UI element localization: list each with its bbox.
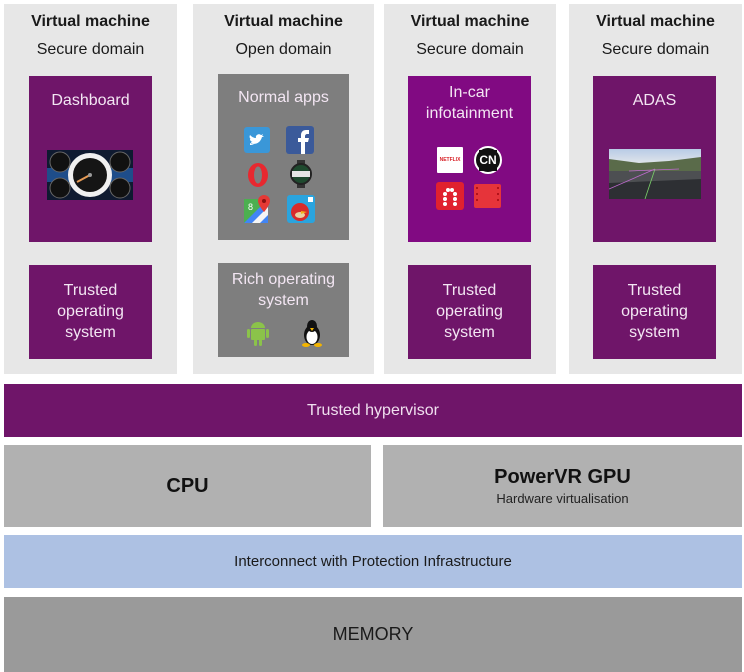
media-app-icon xyxy=(436,182,464,210)
rich-os-box: Rich operating system xyxy=(218,263,349,357)
vm-title: Virtual machine xyxy=(31,13,150,30)
vm-domain: Secure domain xyxy=(601,41,710,58)
facebook-icon xyxy=(286,126,314,154)
os-label-line: system xyxy=(444,324,495,341)
netflix-icon: NETFLIX xyxy=(437,147,463,173)
app-box-label: Normal apps xyxy=(238,89,329,106)
os-label-line: operating xyxy=(436,303,503,320)
os-label-line: operating xyxy=(57,303,124,320)
android-wear-icon xyxy=(288,160,314,188)
vm-column-adas: Virtual machine Secure domain ADAS Trust… xyxy=(569,4,742,374)
cpu-block: CPU xyxy=(4,445,371,527)
video-player-icon xyxy=(474,184,501,208)
vm-column-open: Virtual machine Open domain Normal apps … xyxy=(193,4,374,374)
angry-birds-icon xyxy=(287,195,315,223)
dashboard-app-box: Dashboard xyxy=(29,76,152,242)
interconnect-label: Interconnect with Protection Infrastruct… xyxy=(234,553,512,570)
memory-layer: MEMORY xyxy=(4,597,742,672)
interconnect-layer: Interconnect with Protection Infrastruct… xyxy=(4,535,742,588)
os-label-line: operating xyxy=(621,303,688,320)
vm-title: Virtual machine xyxy=(596,13,715,30)
road-camera-image xyxy=(609,149,701,199)
vm-column-infotainment: Virtual machine Secure domain In-car inf… xyxy=(384,4,556,374)
os-label-line: Trusted xyxy=(627,282,682,299)
vm-domain: Secure domain xyxy=(36,41,145,58)
cartoon-network-icon: CN xyxy=(474,146,502,174)
cn-text: CN xyxy=(479,149,497,171)
trusted-os-box: Trusted operating system xyxy=(408,265,531,359)
hypervisor-label: Trusted hypervisor xyxy=(307,401,439,419)
opera-icon xyxy=(245,162,271,188)
trusted-hypervisor-layer: Trusted hypervisor xyxy=(4,384,742,437)
normal-apps-box: Normal apps 8 xyxy=(218,74,349,240)
os-box-label: Rich operating system xyxy=(218,269,349,311)
os-label-line: system xyxy=(65,324,116,341)
vm-domain: Open domain xyxy=(235,41,332,58)
os-box-label: Trusted operating system xyxy=(408,280,531,343)
gpu-block: PowerVR GPU Hardware virtualisation xyxy=(383,445,742,527)
os-label-line: system xyxy=(629,324,680,341)
svg-text:8: 8 xyxy=(248,202,253,212)
app-box-label: Dashboard xyxy=(51,92,130,109)
android-icon xyxy=(246,319,270,347)
vm-domain: Secure domain xyxy=(416,41,524,58)
gpu-label: PowerVR GPU xyxy=(494,466,631,488)
google-maps-icon: 8 xyxy=(244,195,270,223)
trusted-os-box: Trusted operating system xyxy=(29,265,152,359)
infotainment-app-box: In-car infotainment NETFLIX CN xyxy=(408,76,531,242)
vm-column-dashboard: Virtual machine Secure domain Dashboard … xyxy=(4,4,177,374)
adas-app-box: ADAS xyxy=(593,76,716,242)
vm-title: Virtual machine xyxy=(410,13,530,30)
app-label-line: infotainment xyxy=(425,105,514,122)
memory-label: MEMORY xyxy=(332,624,414,644)
app-label-line: In-car xyxy=(449,84,490,101)
os-label-line: Trusted xyxy=(63,282,118,299)
app-box-label: In-car infotainment xyxy=(408,82,531,124)
os-label-line: system xyxy=(258,292,309,309)
os-box-label: Trusted operating system xyxy=(29,280,152,343)
app-box-label: ADAS xyxy=(632,92,677,109)
os-label-line: Trusted xyxy=(442,282,497,299)
os-box-label: Trusted operating system xyxy=(593,280,716,343)
cpu-label: CPU xyxy=(166,474,209,497)
gpu-sublabel: Hardware virtualisation xyxy=(496,491,629,506)
os-label-line: Rich operating xyxy=(231,271,336,288)
twitter-icon xyxy=(244,127,270,153)
vm-title: Virtual machine xyxy=(224,13,343,30)
trusted-os-box: Trusted operating system xyxy=(593,265,716,359)
instrument-cluster-image xyxy=(47,150,133,200)
netflix-text: NETFLIX xyxy=(439,156,461,163)
linux-tux-icon xyxy=(300,319,324,347)
